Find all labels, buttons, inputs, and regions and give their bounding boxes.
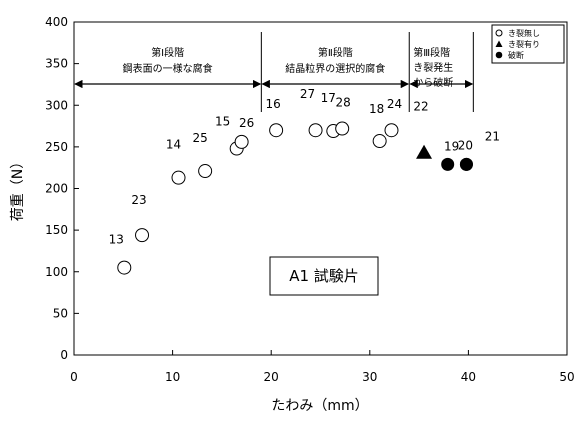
stage-description: 結晶粒界の選択的腐食 [285,62,385,75]
data-point-triangle [416,144,433,159]
data-point-open-circle [372,134,387,149]
data-point-filled-circle [441,157,455,171]
legend-marker-open-circle [495,29,503,37]
point-label: 15 [215,115,230,129]
point-label: 23 [131,193,146,207]
point-label: 13 [109,233,124,247]
point-label: 22 [413,100,428,114]
y-axis-label: 荷重（N） [10,155,26,221]
y-tick-label: 100 [45,265,68,279]
x-tick-label: 50 [559,370,574,384]
point-label: 17 [321,91,336,105]
stage-title: 第Ⅲ段階 [413,46,450,59]
x-tick-label: 0 [70,370,78,384]
point-label: 24 [387,97,402,111]
point-label: 18 [369,102,384,116]
data-points [117,121,473,275]
y-tick-label: 300 [45,98,68,112]
point-label: 26 [239,116,254,130]
stage-description: き裂発生 [413,61,453,74]
point-label: 20 [458,138,473,152]
legend-marker-triangle [495,40,503,47]
legend-label: 破断 [508,50,524,60]
specimen-label-box: A1 試験片 [269,256,379,296]
data-point-open-circle [234,134,249,149]
specimen-label: A1 試験片 [289,267,359,285]
point-label: 14 [166,138,181,152]
y-tick-label: 200 [45,182,68,196]
stage-description: 鋼表面の一様な腐食 [123,62,213,75]
data-point-open-circle [171,170,186,185]
data-point-open-circle [117,260,132,275]
data-point-open-circle [135,228,150,243]
point-label: 28 [336,96,351,110]
point-label: 16 [265,97,280,111]
x-tick-label: 40 [461,370,476,384]
data-point-filled-circle [459,157,473,171]
x-tick-label: 10 [165,370,180,384]
legend-label: き裂有り [508,39,540,49]
legend-marker-filled-circle [495,51,503,59]
y-tick-label: 150 [45,223,68,237]
data-point-open-circle [335,121,350,136]
x-axis-ticks: 0 10 20 30 40 50 [70,350,575,384]
stage-title: 第Ⅱ段階 [318,46,353,59]
y-tick-label: 0 [60,348,68,362]
data-point-open-circle [198,164,213,179]
y-tick-label: 50 [53,306,68,320]
point-label: 27 [300,87,315,101]
stage-description: から破断 [413,76,453,89]
y-tick-label: 250 [45,140,68,154]
x-axis-label: たわみ（mm） [271,398,368,414]
data-point-open-circle [384,123,399,138]
legend-label: き裂無し [508,28,540,38]
data-point-open-circle [308,123,323,138]
x-tick-label: 30 [362,370,377,384]
point-label: 21 [485,129,500,143]
point-label: 19 [444,139,459,153]
y-axis-ticks: 0 50 100 150 200 250 300 350 400 [45,15,79,362]
stage-title: 第Ⅰ段階 [151,46,184,59]
data-point-open-circle [269,123,284,138]
point-label: 25 [192,131,207,145]
x-tick-label: 20 [264,370,279,384]
y-tick-label: 400 [45,15,68,29]
y-tick-label: 350 [45,57,68,71]
